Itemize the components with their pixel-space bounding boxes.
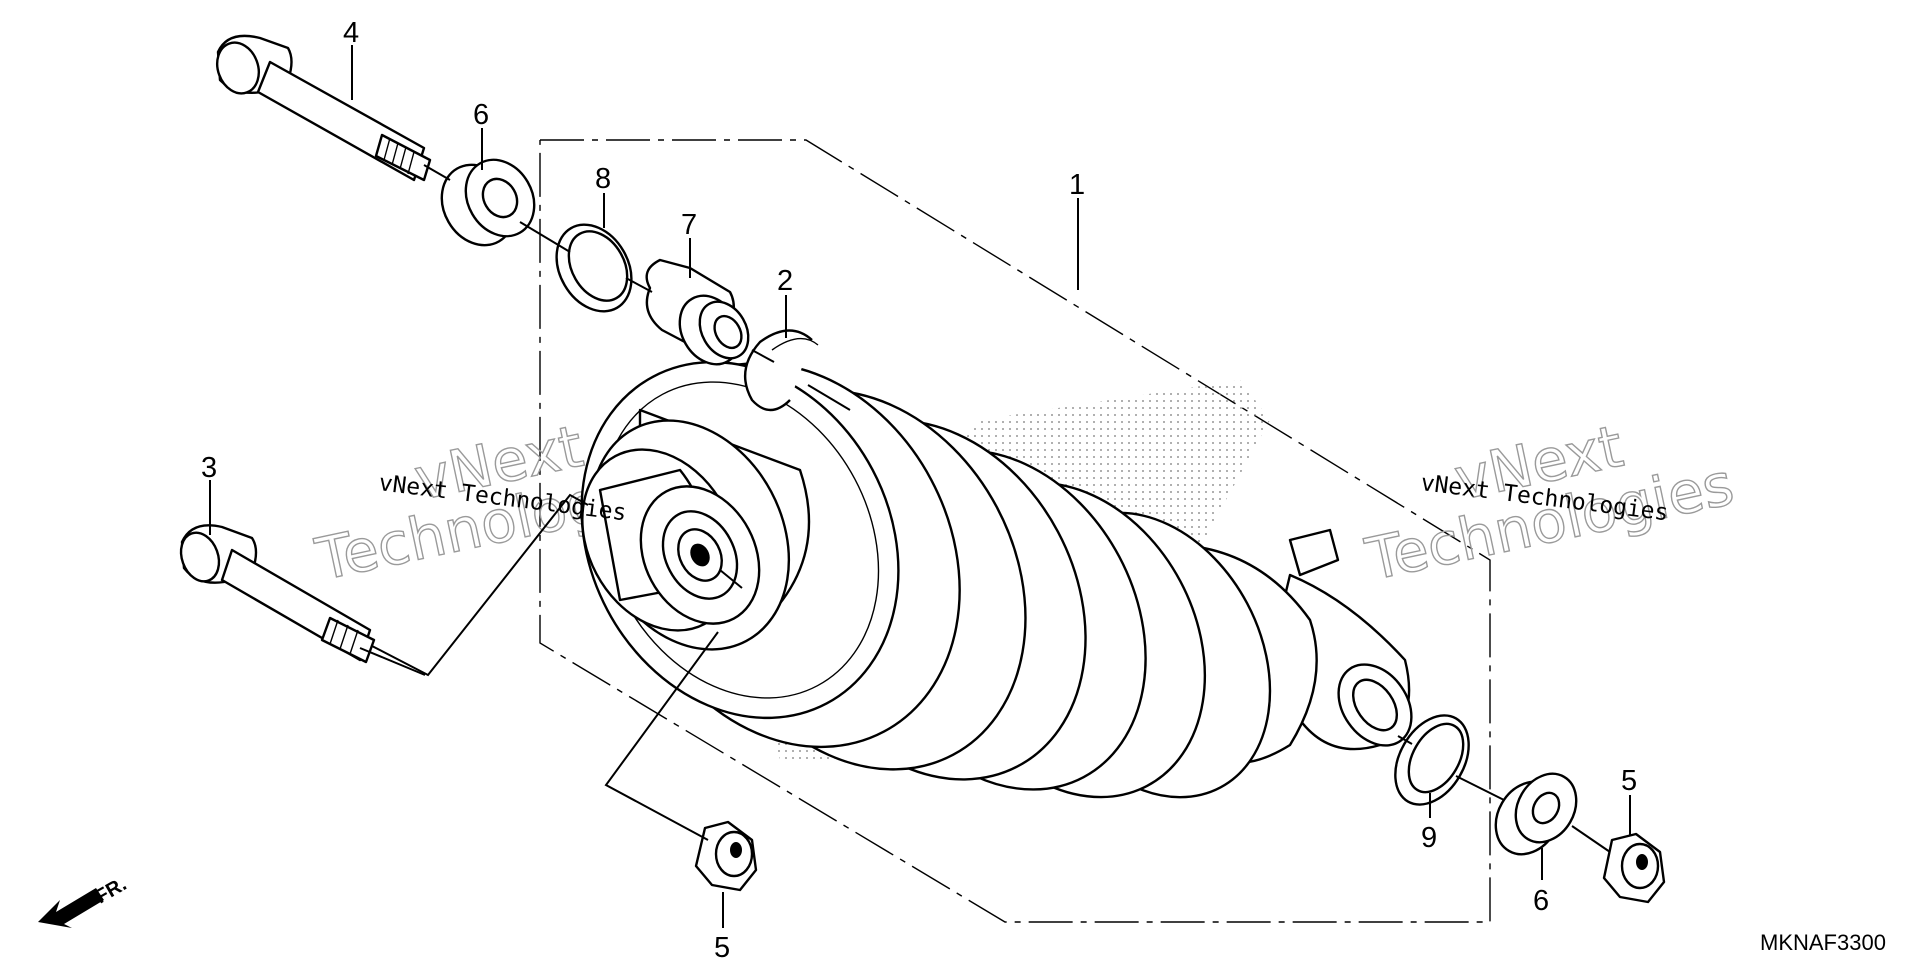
callout-5-right: 5 (1621, 765, 1637, 797)
seal-part-9 (1394, 714, 1470, 806)
collar-part-6-bottom (1494, 772, 1578, 856)
assembly-boundary (539, 139, 1491, 923)
callout-5-left: 5 (714, 932, 730, 960)
seal-part-8 (555, 223, 633, 313)
callout-8: 8 (595, 163, 611, 195)
nut-part-5-left (694, 820, 758, 892)
callout-9: 9 (1421, 822, 1437, 854)
callout-7: 7 (681, 209, 697, 241)
callout-2: 2 (777, 265, 793, 297)
callout-labels: 4 6 8 7 2 1 3 5 9 6 5 (201, 17, 1637, 960)
bushing-part-7 (645, 258, 750, 366)
front-direction-indicator: FR. (38, 873, 130, 928)
front-arrow-icon (38, 888, 104, 928)
callout-3: 3 (201, 452, 217, 484)
callout-leaders (209, 45, 1631, 928)
callout-1: 1 (1069, 169, 1085, 201)
callout-6-bottom: 6 (1533, 885, 1549, 917)
bolt-part-3 (179, 524, 376, 664)
diagram-code: MKNAF3300 (1760, 930, 1886, 955)
axis-lines (359, 164, 1611, 853)
shock-absorber (580, 360, 1413, 799)
callout-4: 4 (343, 17, 359, 49)
collar-part-6-top (440, 158, 536, 247)
callout-6-top: 6 (473, 99, 489, 131)
nut-part-5-right (1602, 832, 1666, 904)
bolt-part-4 (216, 34, 432, 182)
